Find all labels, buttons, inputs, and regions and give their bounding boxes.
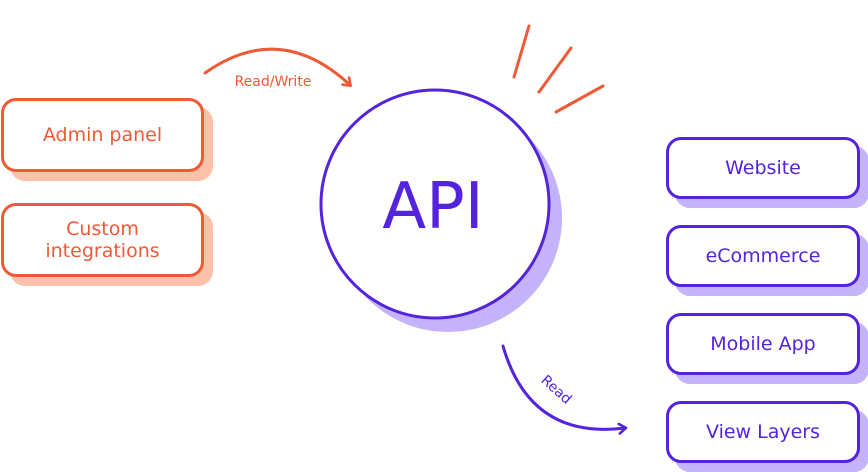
read-write-label: Read/Write [235,74,312,90]
consumer-label: View Layers [706,421,820,443]
consumer-box-mobile-app: Mobile App [666,313,860,375]
source-box-custom-integrations: Custom integrations [1,203,204,277]
consumer-box-view-layers: View Layers [666,401,860,463]
consumer-box-ecommerce: eCommerce [666,225,860,287]
read-arrow [501,344,625,429]
consumer-label: eCommerce [705,245,821,267]
emphasis-burst-icon [512,24,605,114]
api-circle [319,88,551,320]
consumer-box-website: Website [666,137,860,199]
read-label: Read [538,372,575,407]
consumer-label: Website [725,157,801,179]
source-box-admin-panel: Admin panel [1,98,204,172]
api-label: API [382,170,483,244]
source-label: Custom integrations [45,218,160,262]
source-label: Admin panel [42,124,163,146]
consumer-label: Mobile App [710,333,816,355]
read-write-arrow [203,47,350,85]
